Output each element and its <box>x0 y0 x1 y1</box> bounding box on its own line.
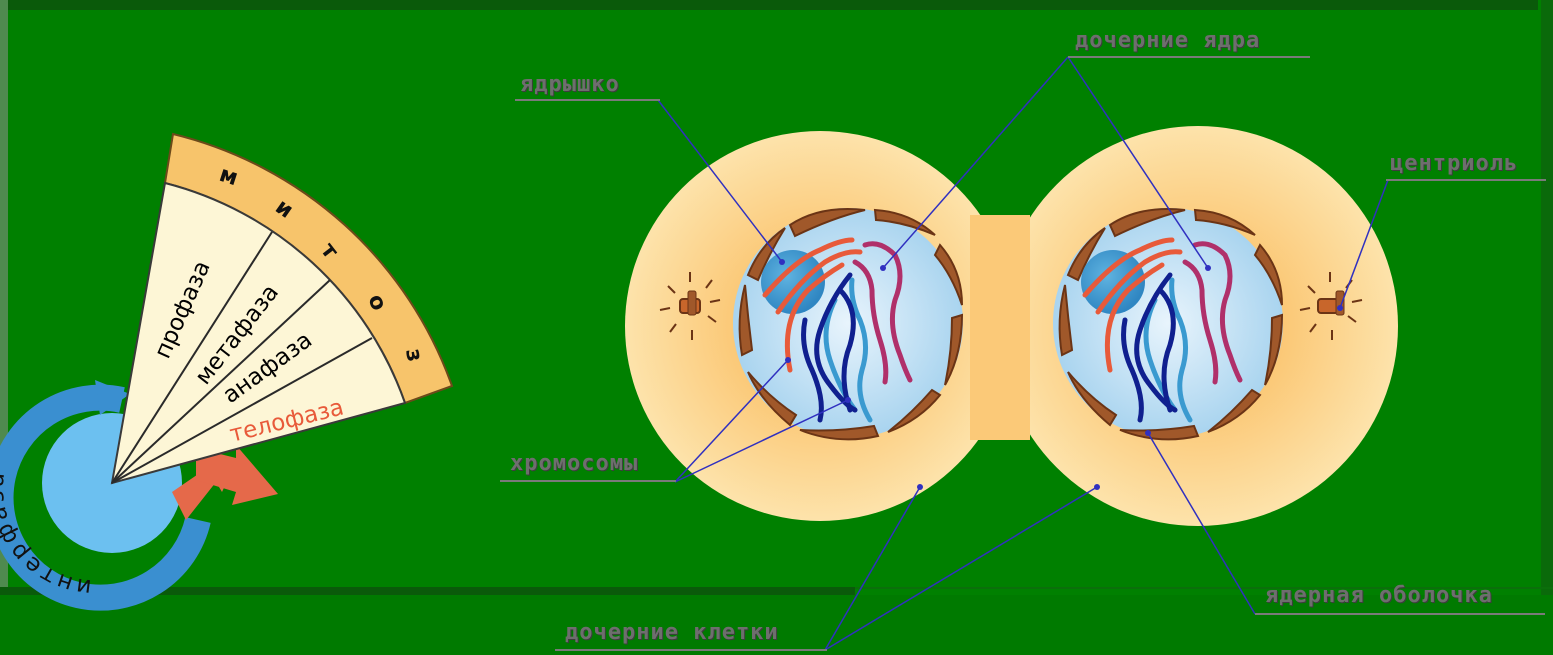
label-daughter-cells: дочерние клетки <box>565 620 779 645</box>
nucleus-right <box>1053 208 1283 439</box>
label-daughter-cells-underline <box>555 649 827 651</box>
dividing-cell <box>625 126 1398 526</box>
cell-cycle-diagram: м и т о з профаза метафаза анафаза телоф… <box>0 134 452 600</box>
label-centriole: центриоль <box>1390 151 1518 176</box>
cleavage-notch-bottom <box>989 456 1029 500</box>
cleavage-bridge <box>970 215 1030 440</box>
label-daughter-nuclei: дочерние ядра <box>1075 28 1260 53</box>
label-nucleolus: ядрышко <box>520 72 620 97</box>
cleavage-notch-top <box>989 153 1029 197</box>
label-chromosomes: хромосомы <box>510 451 638 476</box>
label-nucleolus-underline <box>515 99 660 101</box>
label-chromosomes-underline <box>500 480 676 482</box>
label-daughter-nuclei-underline <box>1068 56 1310 58</box>
label-nuclear-envelope: ядерная оболочка <box>1265 583 1493 608</box>
label-nuclear-envelope-underline <box>1255 613 1545 615</box>
label-centriole-underline <box>1386 179 1546 181</box>
